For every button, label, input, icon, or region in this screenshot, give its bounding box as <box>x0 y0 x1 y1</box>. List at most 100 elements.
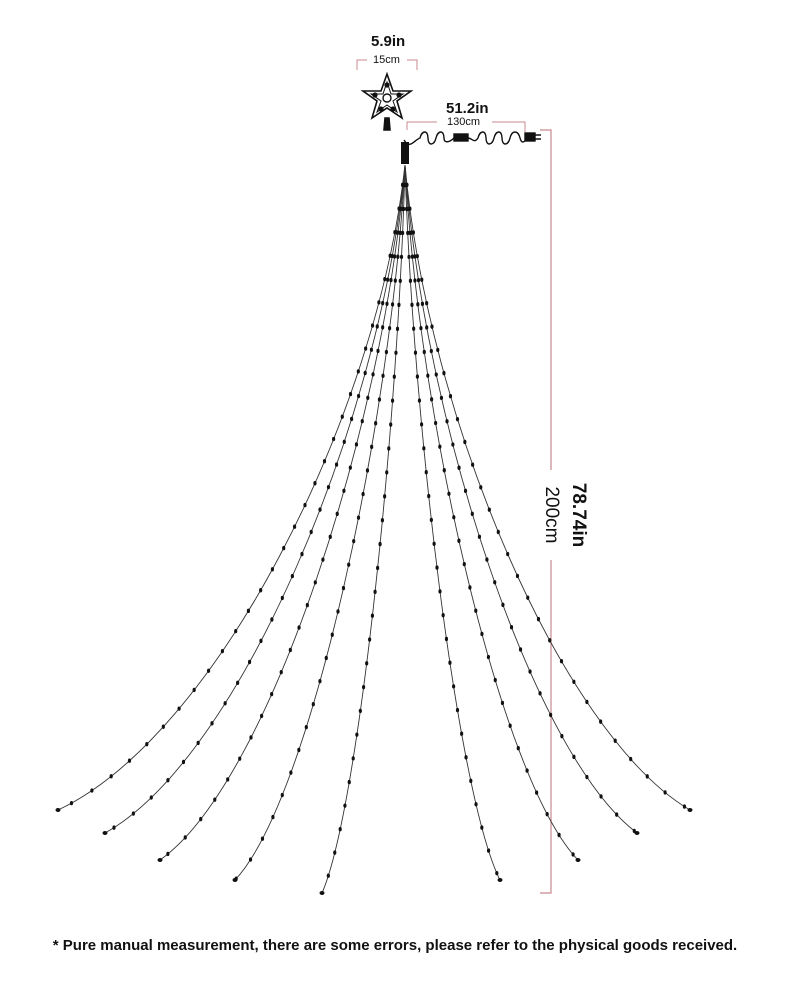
led-bulb <box>332 436 336 442</box>
led-bulb <box>526 595 530 600</box>
led-bulb <box>407 254 411 260</box>
led-bulb <box>324 655 328 661</box>
power-cable-icon <box>401 131 541 164</box>
led-bulb <box>416 302 420 307</box>
led-bulb <box>330 632 334 637</box>
led-bulb <box>434 420 438 426</box>
led-bulb <box>183 835 187 840</box>
led-bulb <box>347 562 351 567</box>
led-bulb <box>313 481 317 486</box>
led-bulb <box>585 774 589 780</box>
led-bulb <box>438 589 442 594</box>
led-bulb <box>166 851 170 857</box>
led-bulb <box>486 654 491 660</box>
led-bulb <box>396 254 400 259</box>
led-bulb <box>196 740 200 746</box>
led-bulb <box>260 713 264 719</box>
led-bulb <box>425 301 429 306</box>
led-bulb <box>347 779 351 785</box>
led-bulb <box>311 702 315 707</box>
strand-end-bulb <box>575 858 581 862</box>
led-bulb <box>420 277 424 282</box>
led-bulb <box>430 397 434 402</box>
led-bulb <box>145 741 149 747</box>
led-bulb <box>470 511 474 517</box>
led-bulb <box>213 797 217 802</box>
led-bulb <box>408 206 412 211</box>
led-bulb <box>370 444 374 450</box>
led-bulb <box>480 825 484 830</box>
led-bulb <box>445 419 449 424</box>
led-bulb <box>370 323 375 328</box>
light-strand <box>404 164 638 834</box>
led-bulb <box>436 347 440 353</box>
led-bulb <box>192 687 196 693</box>
led-bulb <box>381 373 385 378</box>
led-bulb <box>422 349 426 355</box>
led-bulb <box>366 395 370 401</box>
light-strand <box>234 164 406 881</box>
led-bulb <box>384 349 389 355</box>
led-bulb <box>549 712 553 718</box>
led-bulb <box>463 488 468 494</box>
light-strand <box>159 164 406 861</box>
led-bulb <box>288 647 292 653</box>
strand-length-cm: 200cm <box>541 486 562 544</box>
led-bulb <box>385 301 389 306</box>
led-bulb <box>340 414 344 419</box>
led-bulb <box>334 462 339 467</box>
led-bulb <box>282 545 286 551</box>
led-bulb <box>270 691 274 697</box>
led-bulb <box>352 538 356 544</box>
led-bulb <box>109 774 113 779</box>
led-bulb <box>462 561 466 567</box>
led-bulb <box>390 253 394 259</box>
led-bulb <box>360 418 364 424</box>
led-bulb <box>292 524 297 529</box>
led-bulb <box>416 277 421 283</box>
led-bulb <box>354 442 359 447</box>
led-bulb <box>398 230 402 236</box>
led-bulb <box>161 724 165 729</box>
led-bulb <box>356 515 361 520</box>
led-bulb <box>270 617 274 622</box>
led-bulb <box>455 707 460 713</box>
led-bulb <box>259 587 263 593</box>
led-bulb <box>238 756 242 761</box>
led-bulb <box>336 609 340 614</box>
led-bulb <box>452 515 456 520</box>
led-bulb <box>305 602 309 608</box>
led-bulb <box>380 518 384 523</box>
led-bulb <box>420 301 425 307</box>
led-bulb <box>393 278 397 283</box>
led-bulb <box>508 723 512 728</box>
led-bulb <box>599 719 603 724</box>
led-bulb <box>487 507 491 512</box>
led-bulb <box>419 325 423 331</box>
star-width-dimension-line <box>356 59 418 70</box>
led-bulb <box>364 346 368 351</box>
strand-end-bulb <box>319 891 325 895</box>
led-bulb <box>448 660 452 665</box>
led-bulb <box>501 602 505 608</box>
led-bulb <box>485 557 489 562</box>
light-strand <box>321 164 406 894</box>
led-bulb <box>477 534 482 539</box>
led-bulb <box>365 468 370 473</box>
led-bulb <box>392 374 396 379</box>
led-bulb <box>369 347 374 352</box>
led-bulb <box>318 678 322 684</box>
strand-end-bulb <box>687 808 693 812</box>
led-bulb <box>181 759 186 765</box>
led-bulb <box>545 811 549 817</box>
led-bulb <box>401 206 406 212</box>
led-bulb <box>112 825 116 830</box>
led-bulb <box>377 397 382 402</box>
led-bulb <box>452 684 456 689</box>
led-bulb <box>220 648 225 654</box>
led-bulb <box>398 278 402 284</box>
light-strands <box>55 164 693 895</box>
led-bulb <box>300 551 304 557</box>
led-bulb <box>442 468 446 473</box>
star-topper-icon <box>360 71 414 131</box>
